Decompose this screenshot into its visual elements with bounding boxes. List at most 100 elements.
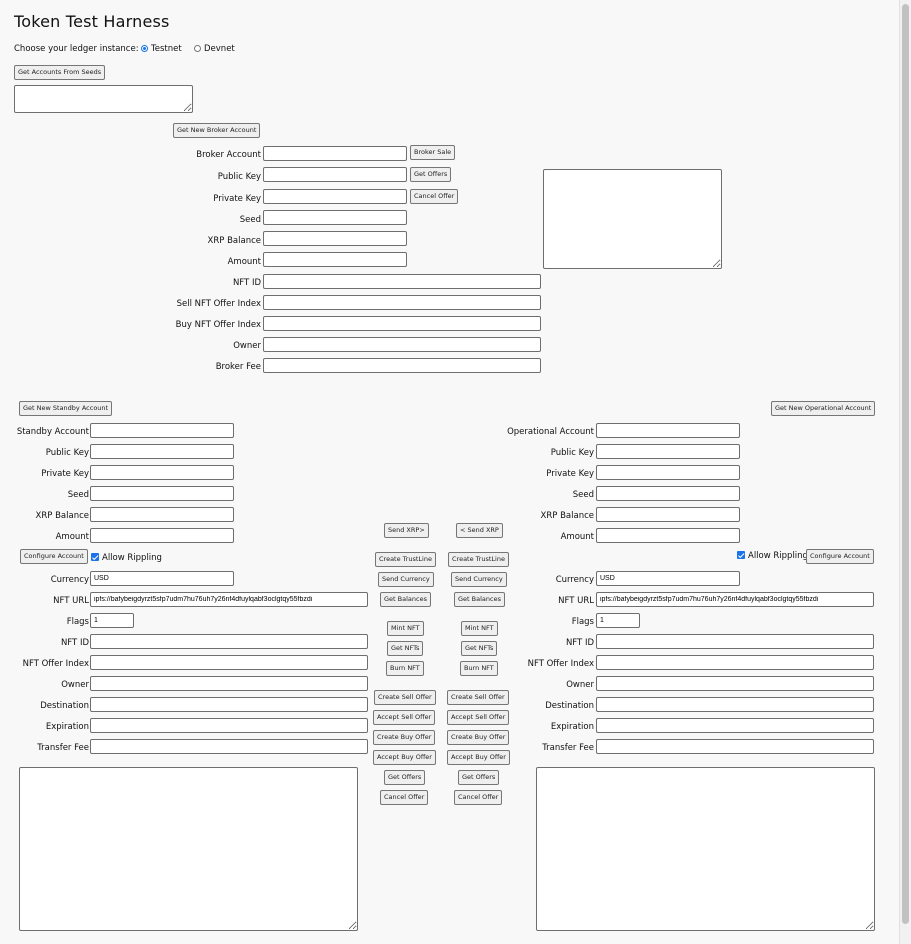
scrollbar-thumb[interactable] — [902, 4, 909, 924]
standby-destination-input[interactable] — [90, 697, 368, 712]
operational-currency-input[interactable] — [596, 571, 740, 586]
broker-seed-input[interactable] — [263, 210, 407, 225]
get-new-standby-account-button[interactable]: Get New Standby Account — [19, 401, 113, 416]
operational-account-input[interactable] — [596, 423, 740, 438]
standby-nft-url-input[interactable] — [90, 592, 368, 607]
operational-public-key-label: Public Key — [550, 448, 594, 458]
broker-sale-button[interactable]: Broker Sale — [410, 145, 456, 160]
operational-create-sell-offer-button[interactable]: Create Sell Offer — [447, 690, 509, 705]
operational-nft-id-input[interactable] — [596, 634, 874, 649]
broker-sell-offer-index-input[interactable] — [263, 295, 541, 310]
standby-nft-id-input[interactable] — [90, 634, 368, 649]
standby-create-trustline-button[interactable]: Create TrustLine — [375, 552, 436, 567]
operational-destination-input[interactable] — [596, 697, 874, 712]
standby-get-offers-button[interactable]: Get Offers — [384, 770, 426, 785]
standby-seed-input[interactable] — [90, 486, 234, 501]
operational-get-offers-button[interactable]: Get Offers — [458, 770, 500, 785]
operational-mint-nft-button[interactable]: Mint NFT — [461, 621, 498, 636]
operational-create-trustline-button[interactable]: Create TrustLine — [448, 552, 509, 567]
standby-expiration-input[interactable] — [90, 718, 368, 733]
standby-owner-input[interactable] — [90, 676, 368, 691]
operational-amount-input[interactable] — [596, 528, 740, 543]
standby-transfer-fee-input[interactable] — [90, 739, 368, 754]
standby-private-key-input[interactable] — [90, 465, 234, 480]
broker-owner-label: Owner — [233, 341, 261, 351]
broker-buy-offer-index-input[interactable] — [263, 316, 541, 331]
standby-flags-input[interactable] — [90, 613, 134, 628]
standby-accept-sell-offer-button[interactable]: Accept Sell Offer — [373, 710, 436, 725]
operational-create-buy-offer-button[interactable]: Create Buy Offer — [447, 730, 510, 745]
broker-buy-offer-index-label: Buy NFT Offer Index — [175, 320, 261, 330]
radio-devnet-label: Devnet — [204, 44, 235, 54]
operational-expiration-input[interactable] — [596, 718, 874, 733]
standby-burn-nft-button[interactable]: Burn NFT — [386, 661, 424, 676]
send-xrp-to-standby-button[interactable]: < Send XRP — [456, 523, 503, 538]
operational-get-nfts-button[interactable]: Get NFTs — [461, 641, 498, 656]
operational-owner-input[interactable] — [596, 676, 874, 691]
standby-configure-account-button[interactable]: Configure Account — [20, 549, 88, 564]
broker-account-input[interactable] — [263, 146, 407, 161]
operational-seed-input[interactable] — [596, 486, 740, 501]
operational-flags-label: Flags — [571, 617, 594, 627]
broker-seed-label: Seed — [239, 215, 261, 225]
operational-configure-account-button[interactable]: Configure Account — [806, 549, 874, 564]
broker-public-key-input[interactable] — [263, 167, 407, 182]
standby-create-buy-offer-button[interactable]: Create Buy Offer — [373, 730, 436, 745]
broker-nft-id-input[interactable] — [263, 274, 541, 289]
broker-get-offers-button[interactable]: Get Offers — [410, 167, 452, 182]
standby-xrp-balance-input[interactable] — [90, 507, 234, 522]
radio-devnet[interactable] — [194, 45, 201, 52]
standby-private-key-label: Private Key — [41, 469, 89, 479]
standby-destination-label: Destination — [40, 701, 89, 711]
broker-xrp-balance-input[interactable] — [263, 231, 407, 246]
standby-flags-label: Flags — [66, 617, 89, 627]
standby-accept-buy-offer-button[interactable]: Accept Buy Offer — [373, 750, 436, 765]
broker-owner-input[interactable] — [263, 337, 541, 352]
radio-testnet[interactable] — [141, 45, 148, 52]
standby-cancel-offer-button[interactable]: Cancel Offer — [380, 790, 429, 805]
operational-flags-input[interactable] — [596, 613, 640, 628]
broker-nft-id-label: NFT ID — [232, 278, 261, 288]
send-xrp-to-operational-button[interactable]: Send XRP> — [384, 523, 429, 538]
standby-amount-input[interactable] — [90, 528, 234, 543]
standby-public-key-input[interactable] — [90, 444, 234, 459]
operational-nft-offer-index-input[interactable] — [596, 655, 874, 670]
broker-results-textarea[interactable] — [543, 169, 722, 269]
standby-get-nfts-button[interactable]: Get NFTs — [387, 641, 424, 656]
get-new-broker-account-button[interactable]: Get New Broker Account — [173, 123, 261, 138]
operational-public-key-input[interactable] — [596, 444, 740, 459]
operational-nft-url-input[interactable] — [596, 592, 874, 607]
operational-transfer-fee-input[interactable] — [596, 739, 874, 754]
broker-public-key-label: Public Key — [217, 172, 261, 182]
broker-private-key-input[interactable] — [263, 189, 407, 204]
standby-currency-input[interactable] — [90, 571, 234, 586]
standby-mint-nft-button[interactable]: Mint NFT — [387, 621, 424, 636]
broker-amount-label: Amount — [227, 257, 261, 267]
standby-get-balances-button[interactable]: Get Balances — [380, 592, 431, 607]
operational-accept-sell-offer-button[interactable]: Accept Sell Offer — [447, 710, 510, 725]
operational-results-textarea[interactable] — [536, 767, 875, 931]
get-new-operational-account-button[interactable]: Get New Operational Account — [771, 401, 876, 416]
standby-create-sell-offer-button[interactable]: Create Sell Offer — [374, 690, 436, 705]
operational-private-key-input[interactable] — [596, 465, 740, 480]
operational-cancel-offer-button[interactable]: Cancel Offer — [454, 790, 503, 805]
broker-amount-input[interactable] — [263, 252, 407, 267]
broker-account-label: Broker Account — [196, 150, 261, 160]
standby-results-textarea[interactable] — [19, 767, 358, 931]
operational-get-balances-button[interactable]: Get Balances — [454, 592, 505, 607]
operational-accept-buy-offer-button[interactable]: Accept Buy Offer — [447, 750, 510, 765]
operational-nft-offer-index-label: NFT Offer Index — [527, 659, 594, 669]
seeds-textarea[interactable] — [14, 85, 193, 113]
page-scrollbar[interactable] — [899, 0, 911, 944]
broker-fee-input[interactable] — [263, 358, 541, 373]
broker-cancel-offer-button[interactable]: Cancel Offer — [410, 189, 459, 204]
standby-allow-rippling-checkbox[interactable] — [91, 553, 99, 561]
operational-allow-rippling-checkbox[interactable] — [737, 551, 745, 559]
operational-send-currency-button[interactable]: Send Currency — [451, 572, 507, 587]
operational-xrp-balance-input[interactable] — [596, 507, 740, 522]
standby-nft-offer-index-input[interactable] — [90, 655, 368, 670]
standby-account-input[interactable] — [90, 423, 234, 438]
get-accounts-from-seeds-button[interactable]: Get Accounts From Seeds — [14, 65, 106, 80]
standby-send-currency-button[interactable]: Send Currency — [378, 572, 434, 587]
operational-burn-nft-button[interactable]: Burn NFT — [460, 661, 498, 676]
